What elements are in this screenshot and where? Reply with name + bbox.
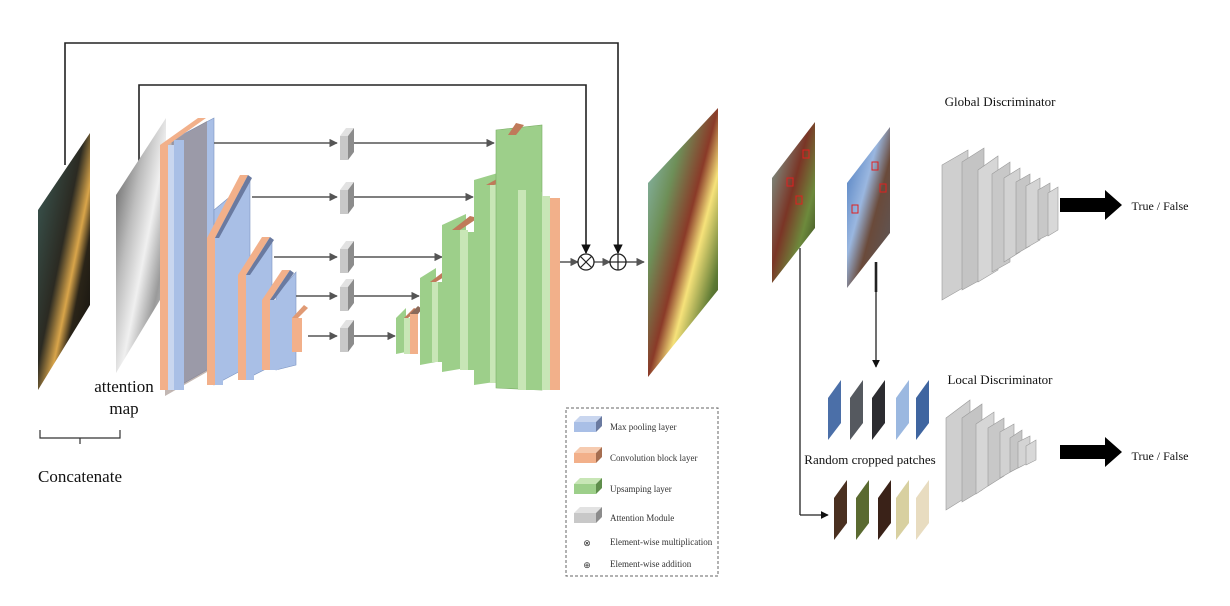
legend-label-multiply: Element-wise multiplication [610,537,713,547]
legend-label-conv: Convolution block layer [610,453,698,463]
legend-label-pool: Max pooling layer [610,422,677,432]
legend-item-pool: Max pooling layer [574,416,677,432]
cropped-patches-enhanced [834,480,929,540]
global-discriminator-label: Global Discriminator [945,94,1057,109]
skip-connections [64,42,623,254]
global-output-label: True / False [1132,199,1189,213]
output-image [648,108,718,377]
global-output-arrow [1060,190,1122,220]
decoder-level-1 [495,123,560,391]
bottleneck-conv [292,305,308,352]
concatenate-label: Concatenate [38,467,122,486]
attention-module-4 [340,279,354,311]
random-cropped-patches-label: Random cropped patches [804,452,935,467]
attention-modules [340,128,354,352]
attention-map-image [116,118,166,373]
encoder-level-4 [262,270,297,371]
input-image [38,133,90,390]
legend-item-multiply: ⊗ Element-wise multiplication [583,537,712,548]
legend-symbol-multiply: ⊗ [583,538,591,548]
local-output-arrow [1060,437,1122,467]
multiply-operator [577,253,595,271]
attention-module-3 [340,241,354,273]
crop-routing [799,248,880,519]
discriminator-input-reference [847,127,890,288]
global-discriminator-network [941,147,1059,301]
decoder-level-5 [396,306,422,354]
attention-map-label-line1: attention [94,377,154,396]
legend-item-add: ⊕ Element-wise addition [583,559,692,570]
flow-arrows [214,138,645,341]
discriminator-input-enhanced [772,122,815,283]
attention-module-5 [340,320,354,352]
legend-item-conv: Convolution block layer [574,447,698,463]
local-discriminator-label: Local Discriminator [947,372,1053,387]
legend-item-attn: Attention Module [574,507,674,523]
output-arrows [1060,190,1122,467]
add-operator [609,253,627,271]
legend-label-up: Upsamping layer [610,484,672,494]
legend-label-add: Element-wise addition [610,559,692,569]
local-output-label: True / False [1132,449,1189,463]
encoder [160,117,308,396]
local-discriminator-network [945,399,1037,511]
attention-map-label-line2: map [109,399,138,418]
encoder-level-1 [160,117,215,396]
legend-symbol-add: ⊕ [583,560,591,570]
concatenate-brace [39,430,121,444]
attention-module-2 [340,182,354,214]
cropped-patches-reference [828,380,929,440]
legend-label-attn: Attention Module [610,513,674,523]
legend-item-up: Upsamping layer [574,478,672,494]
decoder [396,123,560,391]
attention-module-1 [340,128,354,160]
legend: Max pooling layer Convolution block laye… [565,407,719,577]
